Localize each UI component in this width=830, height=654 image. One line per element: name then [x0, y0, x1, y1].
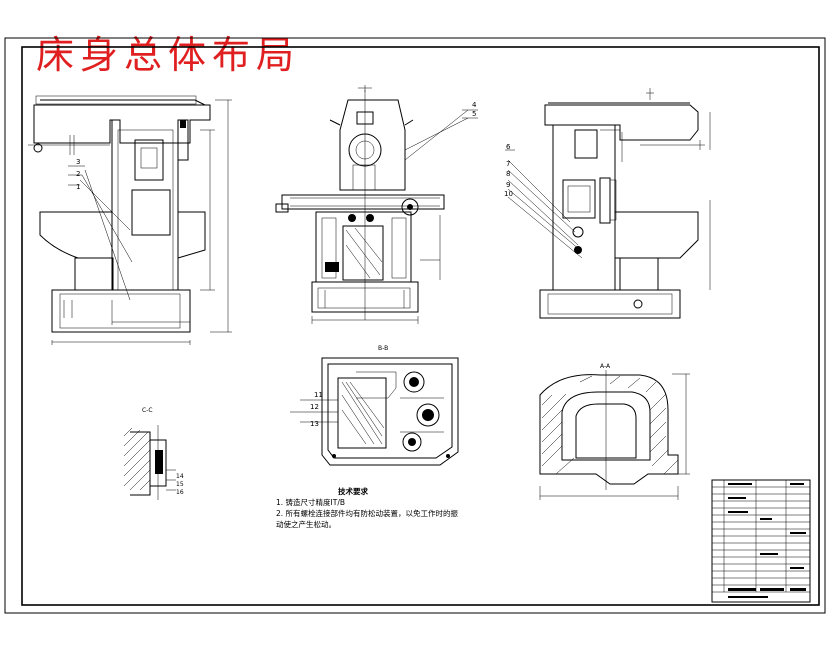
front-view: 4 5: [275, 85, 478, 324]
svg-text:12: 12: [310, 403, 319, 411]
outer-border: [4, 37, 826, 614]
svg-text:5: 5: [472, 110, 476, 118]
svg-text:14: 14: [176, 473, 184, 480]
tech-requirement-item: 2. 所有螺栓连接部件均有防松动装置，以免工作时的振: [276, 509, 459, 518]
svg-text:2: 2: [76, 170, 80, 178]
right-side-view: 6 7 8 9 10: [504, 88, 711, 319]
svg-text:9: 9: [506, 181, 510, 189]
svg-text:7: 7: [506, 160, 510, 168]
svg-text:4: 4: [472, 101, 477, 109]
svg-text:11: 11: [314, 391, 323, 399]
left-side-view: 3 2 1: [28, 95, 232, 345]
svg-text:10: 10: [504, 190, 513, 198]
svg-text:13: 13: [310, 420, 319, 428]
svg-text:A-A: A-A: [600, 363, 611, 370]
cc-detail-view: C-C 14 15 16: [123, 407, 184, 500]
tech-requirement-item: 1. 铸造尺寸精度IT/B: [276, 498, 346, 507]
svg-text:8: 8: [506, 170, 510, 178]
svg-text:6: 6: [506, 143, 511, 151]
tech-requirements-title: 技术要求: [338, 487, 368, 496]
svg-text:3: 3: [76, 158, 80, 166]
aa-section-view: A-A: [539, 363, 690, 500]
svg-text:16: 16: [176, 489, 184, 496]
title-block: [711, 479, 811, 603]
svg-text:15: 15: [176, 481, 184, 488]
bb-section-view: B-B 11 12 13: [290, 345, 459, 466]
svg-text:C-C: C-C: [142, 407, 153, 414]
drawing-title: 床身总体布局: [36, 33, 301, 77]
inner-border: [21, 46, 820, 606]
svg-text:B-B: B-B: [378, 345, 388, 352]
svg-text:1: 1: [76, 183, 80, 191]
tech-requirement-item: 动使之产生松动。: [276, 520, 336, 529]
